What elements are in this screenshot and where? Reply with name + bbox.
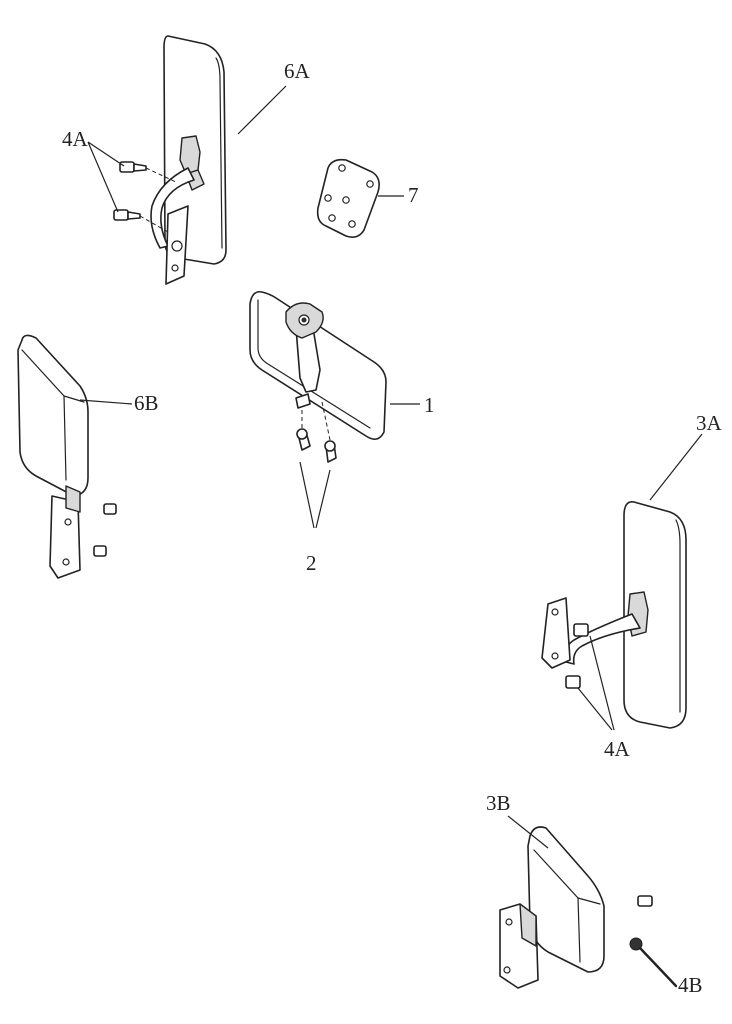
part-1-rearview-mirror (249, 290, 420, 529)
adjuster-knob-icon (629, 937, 678, 988)
part-3B-mirror (499, 815, 678, 989)
screw-icon (119, 161, 147, 173)
screw-icon (573, 623, 589, 637)
callout-4A-top: 4A (62, 127, 89, 151)
callout-6B: 6B (134, 391, 159, 415)
callout-6A: 6A (284, 59, 311, 83)
screw-icon (565, 675, 581, 689)
part-6A-mirror (87, 35, 287, 285)
screw-icon (324, 440, 337, 463)
callout-3A: 3A (696, 411, 723, 435)
callout-7: 7 (408, 183, 419, 207)
part-3A-mirror (541, 433, 703, 731)
callout-4B: 4B (678, 973, 703, 997)
screw-icon (296, 428, 311, 451)
part-7-mount-plate (316, 158, 404, 238)
screw-icon (637, 895, 653, 907)
callout-2: 2 (306, 551, 317, 575)
part-6B-mirror (17, 334, 133, 579)
screw-icon (93, 545, 107, 557)
callout-4A-bottom: 4A (604, 737, 631, 761)
callout-3B: 3B (486, 791, 511, 815)
screw-icon (103, 503, 117, 515)
screw-icon (113, 209, 141, 221)
callout-1: 1 (424, 393, 435, 417)
